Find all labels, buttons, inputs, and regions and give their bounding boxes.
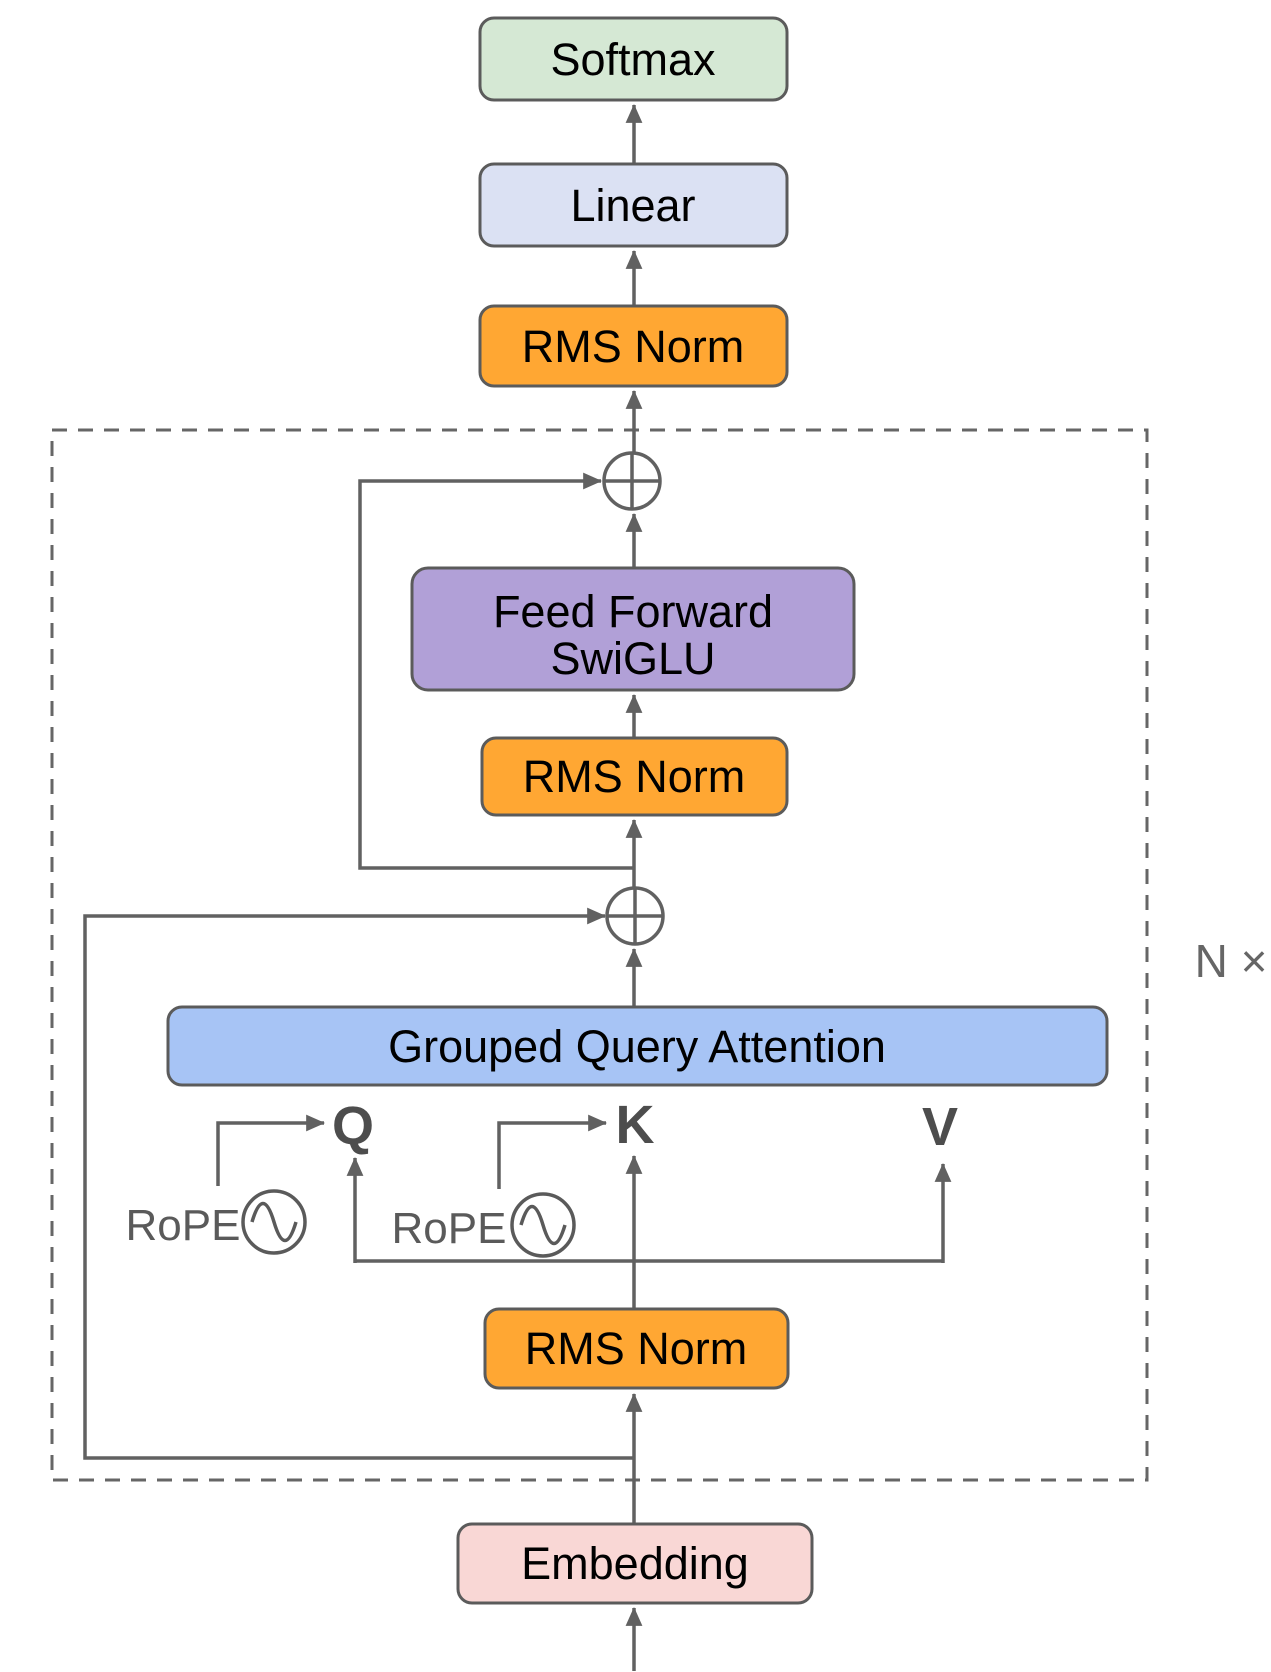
transformer-block-dashed-frame <box>50 428 1149 1482</box>
query-input-label: Q <box>332 1096 374 1156</box>
rms-norm-bottom-block: RMS Norm <box>483 1307 790 1390</box>
grouped-query-attention-label: Grouped Query Attention <box>388 1021 886 1072</box>
grouped-query-attention-box <box>166 1005 1109 1087</box>
residual-connector-feed-forward <box>358 472 634 870</box>
softmax-box <box>478 16 789 102</box>
rms-norm-top-label: RMS Norm <box>522 321 745 372</box>
linear-label: Linear <box>570 180 695 231</box>
residual-add-node-feed-forward <box>602 451 662 511</box>
rms-norm-mid-block: RMS Norm <box>480 736 789 817</box>
softmax-block: Softmax <box>478 16 789 102</box>
rms-norm-mid-label: RMS Norm <box>523 751 746 802</box>
linear-box <box>478 162 789 248</box>
embedding-label: Embedding <box>521 1538 749 1589</box>
block-repeat-count-label: N × <box>1195 935 1268 987</box>
rope-key-label: RoPE <box>392 1204 507 1253</box>
rms-norm-top-box <box>478 304 789 388</box>
residual-add-node-attention <box>605 886 665 946</box>
key-input-label: K <box>616 1095 655 1155</box>
feed-forward-box <box>410 566 856 692</box>
rope-query-label: RoPE <box>126 1201 241 1250</box>
value-input-label: V <box>922 1097 958 1157</box>
arrow-rope-to-q <box>216 1114 326 1186</box>
rope-query-sine-wave <box>250 1201 298 1243</box>
feed-forward-block: Feed Forward SwiGLU <box>410 566 856 692</box>
rope-unit-key: RoPE <box>392 1192 576 1258</box>
rms-norm-bottom-box <box>483 1307 790 1390</box>
embedding-block: Embedding <box>456 1522 814 1605</box>
feed-forward-label-line2: SwiGLU <box>550 633 715 684</box>
rms-norm-mid-box <box>480 736 789 817</box>
linear-block: Linear <box>478 162 789 248</box>
rope-key-sine-wave <box>519 1204 567 1246</box>
softmax-label: Softmax <box>550 34 716 85</box>
embedding-box <box>456 1522 814 1605</box>
arrow-rope-to-k <box>497 1114 608 1189</box>
rope-unit-query: RoPE <box>126 1189 307 1255</box>
feed-forward-label-line1: Feed Forward <box>493 586 773 637</box>
residual-connector-attention <box>83 907 634 1460</box>
rms-norm-top-block: RMS Norm <box>478 304 789 388</box>
rms-norm-bottom-label: RMS Norm <box>525 1323 748 1374</box>
grouped-query-attention-block: Grouped Query Attention <box>166 1005 1109 1087</box>
